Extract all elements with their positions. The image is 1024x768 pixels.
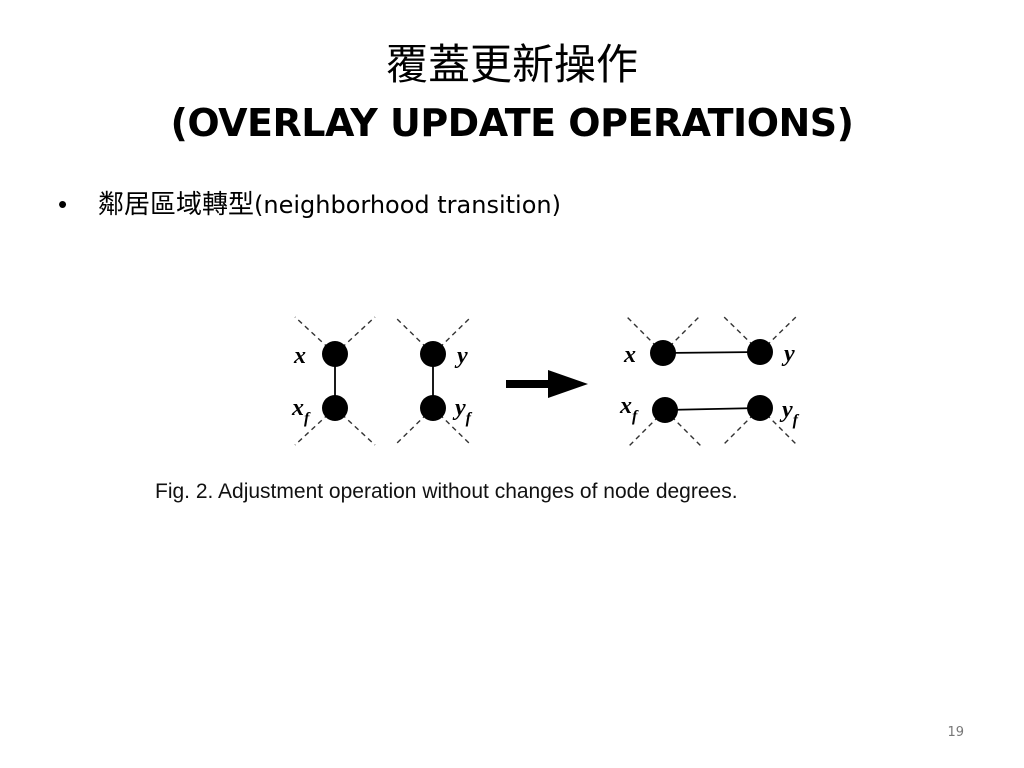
- page-number: 19: [947, 725, 964, 740]
- node-y: [420, 341, 446, 367]
- label-xf-base: x: [291, 395, 304, 421]
- solid-edge-xf-yf: [664, 407, 761, 411]
- right-pair-xf-yf: xf yf: [619, 393, 800, 449]
- node-y-right: [747, 339, 773, 365]
- label-x-right: x: [623, 342, 636, 368]
- label-yf: yf: [452, 395, 473, 427]
- bullet-item: • 鄰居區域轉型(neighborhood transition): [58, 189, 561, 221]
- node-x: [322, 341, 348, 367]
- label-x: x: [293, 343, 306, 369]
- label-y: y: [454, 343, 468, 369]
- figure-caption: Fig. 2. Adjustment operation without cha…: [155, 480, 738, 503]
- node-yf-right: [747, 395, 773, 421]
- label-yf-right-base: y: [779, 397, 793, 423]
- node-yf: [420, 395, 446, 421]
- label-yf-right: yf: [779, 397, 800, 429]
- bullet-text-english: (neighborhood transition): [254, 191, 561, 219]
- label-yf-sub: f: [466, 410, 473, 427]
- left-pair-x-xf: x xf: [291, 316, 376, 446]
- label-xf-right: xf: [619, 393, 639, 425]
- label-xf-right-base: x: [619, 393, 632, 419]
- bullet-marker: •: [58, 189, 68, 219]
- bullet-text-chinese: 鄰居區域轉型: [98, 190, 255, 220]
- solid-edge-x-y: [662, 351, 761, 354]
- slide-title-english: (OVERLAY UPDATE OPERATIONS): [170, 101, 854, 145]
- left-pair-y-yf: y yf: [394, 316, 473, 446]
- label-yf-right-sub: f: [793, 412, 800, 429]
- arrow-shaft: [506, 380, 550, 388]
- label-yf-base: y: [452, 395, 466, 421]
- node-x-right: [650, 340, 676, 366]
- node-xf: [322, 395, 348, 421]
- adjustment-diagram: x xf y yf x: [291, 314, 800, 449]
- slide-title-chinese: 覆蓋更新操作: [385, 40, 638, 89]
- arrow-head: [548, 370, 588, 398]
- label-xf: xf: [291, 395, 311, 427]
- label-y-right: y: [781, 341, 795, 367]
- label-xf-sub: f: [304, 410, 311, 427]
- label-xf-right-sub: f: [632, 408, 639, 425]
- transition-arrow-icon: [506, 370, 588, 398]
- node-xf-right: [652, 397, 678, 423]
- right-pair-x-y: x y: [623, 314, 799, 368]
